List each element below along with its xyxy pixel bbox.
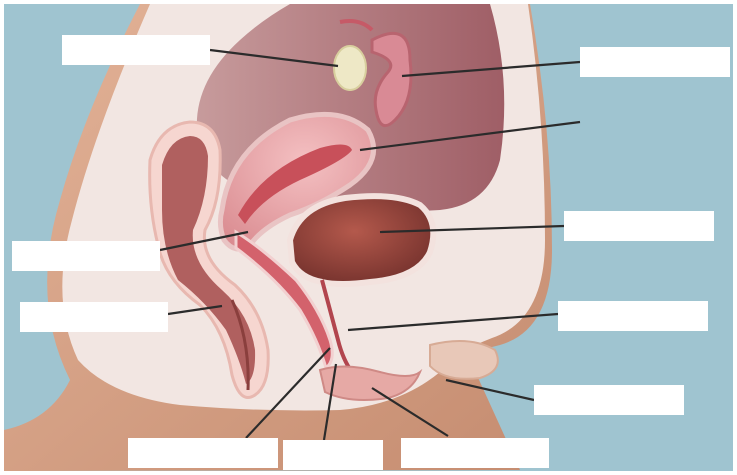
label-box-4 — [12, 241, 160, 271]
ovary — [334, 46, 366, 90]
label-box-3 — [564, 211, 714, 241]
pubic-symphysis — [430, 341, 498, 379]
label-box-8 — [128, 438, 278, 468]
label-box-1 — [62, 35, 210, 65]
label-box-2 — [580, 47, 730, 77]
label-box-7 — [534, 385, 684, 415]
label-box-9 — [283, 440, 383, 470]
label-box-10 — [401, 438, 549, 468]
label-box-6 — [558, 301, 708, 331]
label-box-5 — [20, 302, 168, 332]
urinary-bladder — [290, 196, 433, 284]
